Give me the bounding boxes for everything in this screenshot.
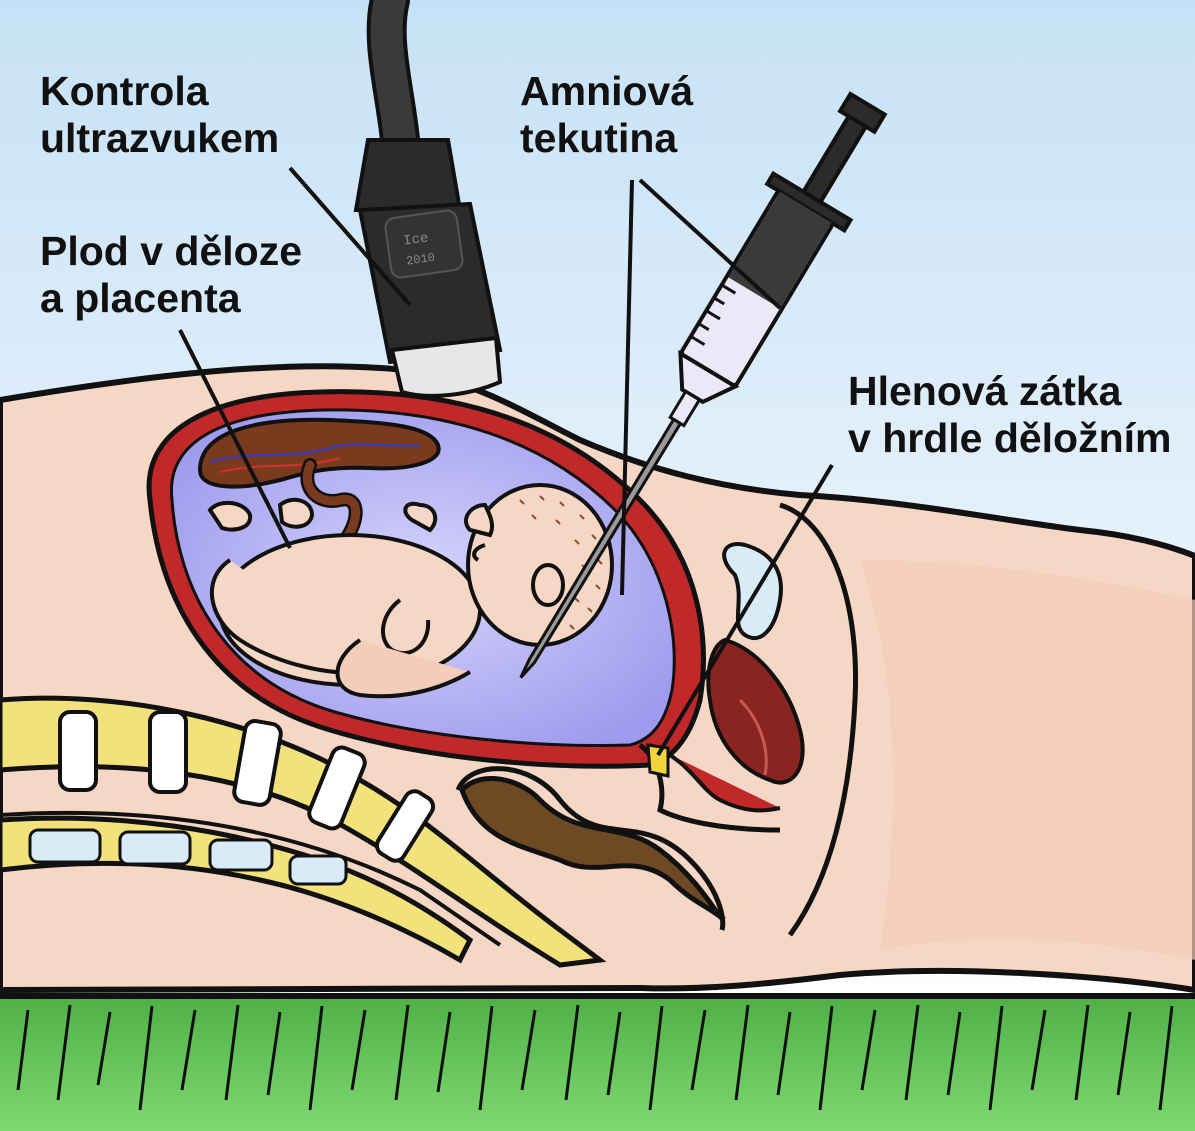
label-mucus-plug: Hlenová zátka v hrdle děložním <box>848 368 1172 462</box>
buttock-shading <box>860 560 1195 960</box>
grass-ground <box>0 996 1195 1131</box>
label-ultrasound-control: Kontrola ultrazvukem <box>40 68 279 162</box>
label-fetus-line2: a placenta <box>40 275 302 322</box>
mucus-plug <box>648 745 668 776</box>
label-plug-line2: v hrdle děložním <box>848 415 1172 462</box>
label-fetus-line1: Plod v děloze <box>40 228 302 275</box>
label-fluid-line2: tekutina <box>520 115 693 162</box>
label-ultrasound-line2: ultrazvukem <box>40 115 279 162</box>
label-plug-line1: Hlenová zátka <box>848 368 1172 415</box>
label-amniotic-fluid: Amniová tekutina <box>520 68 693 162</box>
label-fluid-line1: Amniová <box>520 68 693 115</box>
label-fetus-placenta: Plod v děloze a placenta <box>40 228 302 322</box>
fetus-ear <box>533 565 563 605</box>
fetus-foot-2 <box>280 500 312 527</box>
label-ultrasound-line1: Kontrola <box>40 68 279 115</box>
